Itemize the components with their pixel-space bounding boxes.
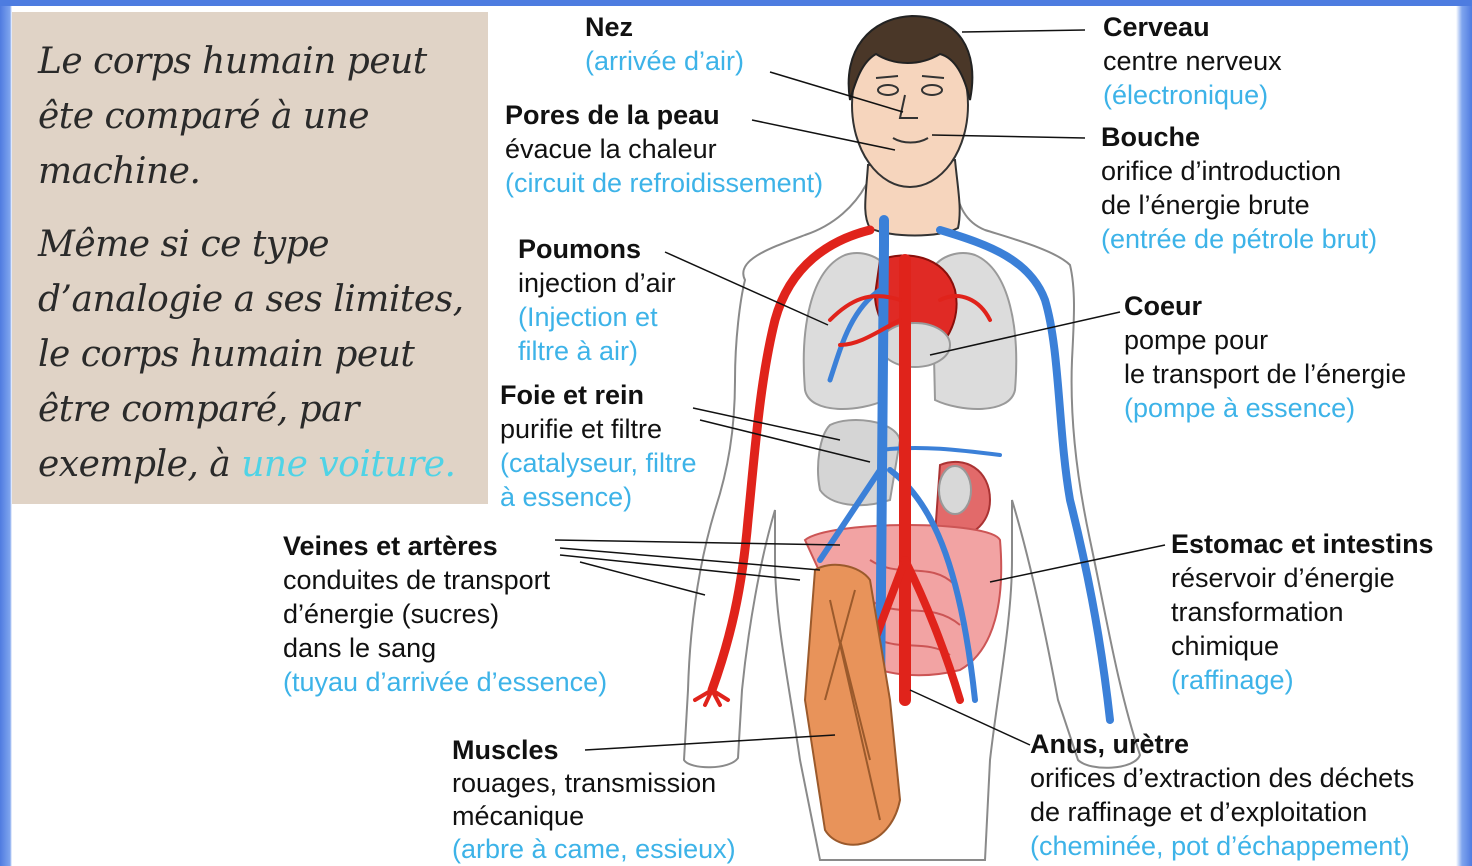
veines-desc-2: d’énergie (sucres): [283, 597, 607, 631]
muscles-desc-1: rouages, transmission: [452, 767, 736, 800]
kidney: [939, 466, 971, 514]
estomac-title: Estomac et intestins: [1171, 527, 1434, 561]
muscles-analogy: (arbre à came, essieux): [452, 833, 736, 866]
poumons-analogy-2: filtre à air): [518, 334, 676, 368]
bouche-desc-2: de l’énergie brute: [1101, 188, 1377, 222]
label-bouche: Bouche orifice d’introduction de l’énerg…: [1101, 120, 1377, 256]
label-muscles: Muscles rouages, transmission mécanique …: [452, 734, 736, 866]
pores-analogy: (circuit de refroidissement): [505, 166, 823, 200]
poumons-title: Poumons: [518, 232, 676, 266]
muscles-title: Muscles: [452, 734, 736, 767]
nez-analogy: (arrivée d’air): [585, 44, 744, 78]
veines-desc-3: dans le sang: [283, 631, 607, 665]
veines-desc-1: conduites de transport: [283, 563, 607, 597]
estomac-desc-3: chimique: [1171, 629, 1434, 663]
label-estomac: Estomac et intestins réservoir d’énergie…: [1171, 527, 1434, 697]
label-nez: Nez (arrivée d’air): [585, 10, 744, 78]
anus-desc-2: de raffinage et d’exploitation: [1030, 795, 1414, 829]
coeur-desc-1: pompe pour: [1124, 323, 1406, 357]
foie-desc: purifie et filtre: [500, 412, 697, 446]
bouche-title: Bouche: [1101, 120, 1377, 154]
coeur-title: Coeur: [1124, 289, 1406, 323]
label-veines: Veines et artères conduites de transport…: [283, 529, 607, 699]
poumons-desc: injection d’air: [518, 266, 676, 300]
foie-analogy-1: (catalyseur, filtre: [500, 446, 697, 480]
coeur-desc-2: le transport de l’énergie: [1124, 357, 1406, 391]
cerveau-analogy: (électronique): [1103, 78, 1282, 112]
cerveau-desc: centre nerveux: [1103, 44, 1282, 78]
bouche-desc-1: orifice d’introduction: [1101, 154, 1377, 188]
pores-title: Pores de la peau: [505, 98, 823, 132]
liver: [818, 420, 900, 505]
anus-title: Anus, urètre: [1030, 727, 1414, 761]
label-coeur: Coeur pompe pour le transport de l’énerg…: [1124, 289, 1406, 425]
coeur-analogy: (pompe à essence): [1124, 391, 1406, 425]
veines-analogy: (tuyau d’arrivée d’essence): [283, 665, 607, 699]
pores-desc: évacue la chaleur: [505, 132, 823, 166]
bouche-analogy: (entrée de pétrole brut): [1101, 222, 1377, 256]
foie-title: Foie et rein: [500, 378, 697, 412]
poumons-analogy-1: (Injection et: [518, 300, 676, 334]
heart-pericardium: [880, 323, 950, 367]
label-cerveau: Cerveau centre nerveux (électronique): [1103, 10, 1282, 112]
estomac-analogy: (raffinage): [1171, 663, 1434, 697]
foie-analogy-2: à essence): [500, 480, 697, 514]
label-anus: Anus, urètre orifices d’extraction des d…: [1030, 727, 1414, 863]
nez-title: Nez: [585, 10, 744, 44]
estomac-desc-1: réservoir d’énergie: [1171, 561, 1434, 595]
label-pores: Pores de la peau évacue la chaleur (circ…: [505, 98, 823, 200]
label-poumons: Poumons injection d’air (Injection et fi…: [518, 232, 676, 368]
anus-analogy: (cheminée, pot d’échappement): [1030, 829, 1414, 863]
cerveau-title: Cerveau: [1103, 10, 1282, 44]
muscles-desc-2: mécanique: [452, 800, 736, 833]
estomac-desc-2: transformation: [1171, 595, 1434, 629]
anus-desc-1: orifices d’extraction des déchets: [1030, 761, 1414, 795]
label-foie: Foie et rein purifie et filtre (catalyse…: [500, 378, 697, 514]
veines-title: Veines et artères: [283, 529, 607, 563]
